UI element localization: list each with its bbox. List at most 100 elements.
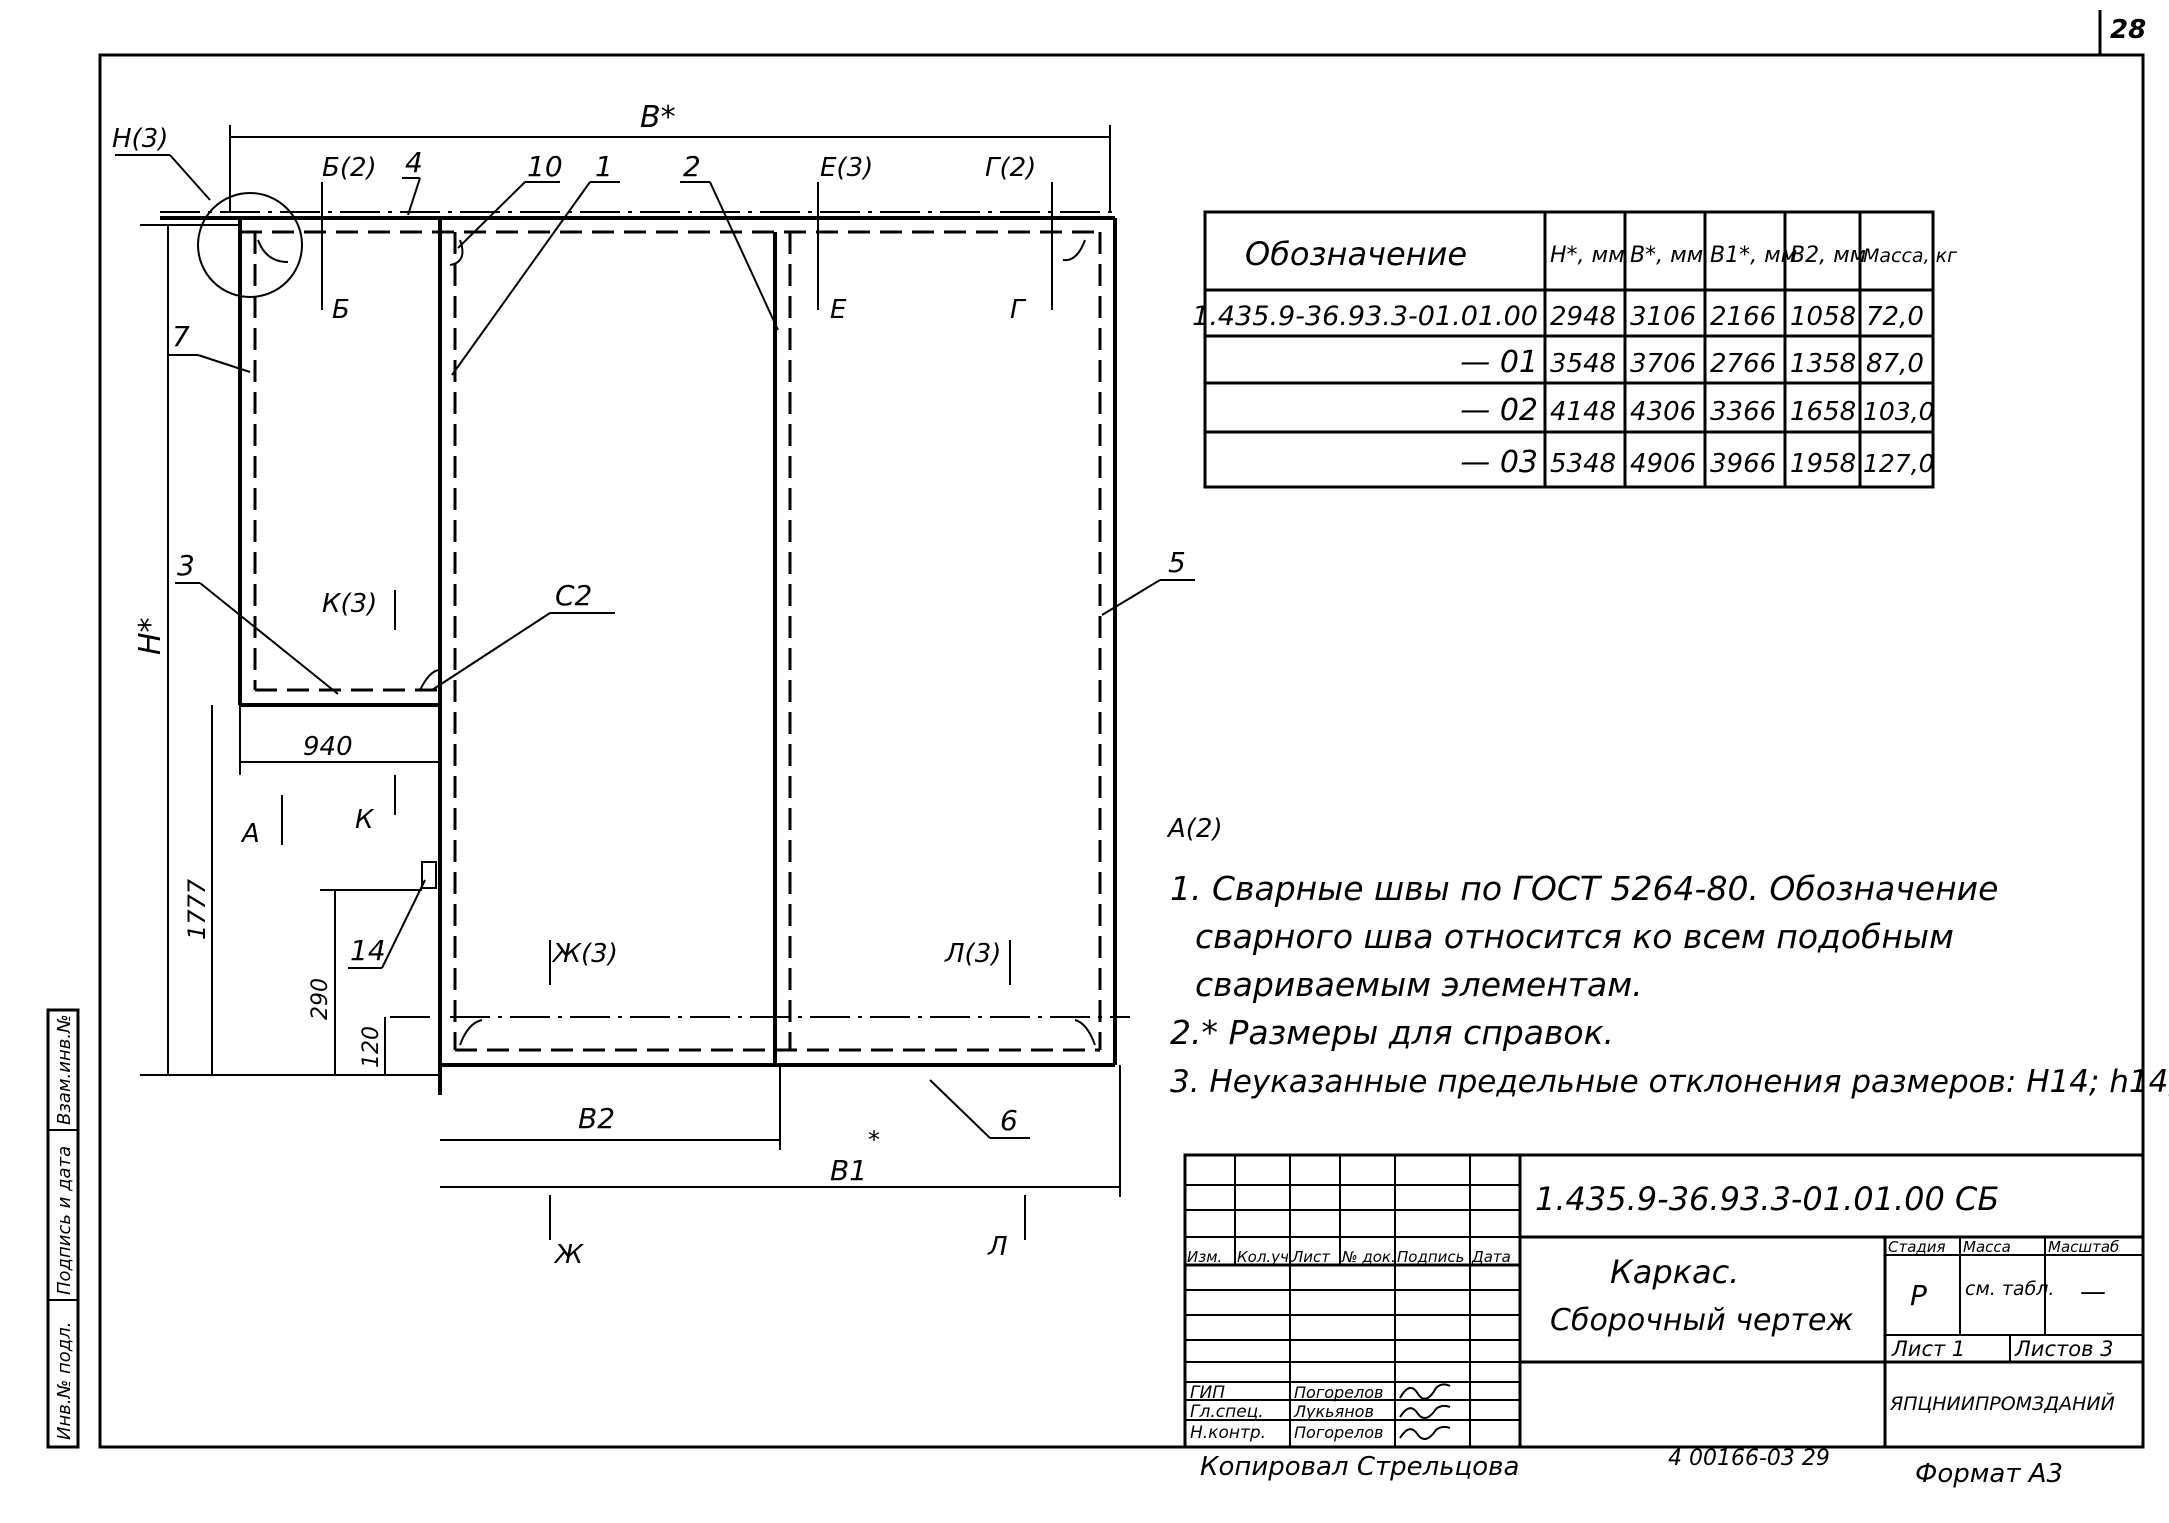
tb-doc-code: 1.435.9-36.93.3-01.01.00 СБ bbox=[1535, 1180, 1999, 1218]
section-e-letter: Е bbox=[830, 295, 847, 325]
table-cell: 1.435.9-36.93.3-01.01.00 bbox=[1192, 301, 1538, 332]
callout-7: 7 bbox=[172, 320, 190, 353]
section-g2: Г(2) bbox=[985, 153, 1036, 183]
tb-role: Гл.спец. bbox=[1190, 1402, 1264, 1422]
table-cell: 3706 bbox=[1630, 349, 1696, 379]
callout-1: 1 bbox=[595, 150, 613, 183]
callouts: 4 10 1 2 7 3 C2 5 14 6 bbox=[168, 146, 1195, 1139]
table-header-b: B*, мм bbox=[1630, 243, 1703, 268]
table-cell: 4306 bbox=[1630, 397, 1696, 427]
tb-name-line2: Сборочный чертеж bbox=[1550, 1303, 1853, 1338]
tb-col-label: Изм. bbox=[1187, 1248, 1222, 1266]
section-l-letter: Л bbox=[987, 1232, 1008, 1262]
tb-person: Погорелов bbox=[1294, 1383, 1383, 1402]
dim-290: 290 bbox=[308, 978, 333, 1020]
tb-col-label: Кол.уч. bbox=[1237, 1248, 1294, 1266]
section-a2: А(2) bbox=[1166, 814, 1223, 844]
tb-col-label: Подпись bbox=[1397, 1248, 1464, 1266]
callout-4: 4 bbox=[405, 146, 423, 179]
section-zh-letter: Ж bbox=[553, 1240, 584, 1270]
dim-120: 120 bbox=[359, 1026, 384, 1068]
dim-b1: B1 bbox=[830, 1154, 867, 1187]
table-cell: — 01 bbox=[1460, 345, 1538, 380]
tb-org: ЯПЦНИИПРОМЗДАНИЙ bbox=[1889, 1392, 2115, 1415]
tb-col-label: Дата bbox=[1471, 1248, 1511, 1266]
callout-10: 10 bbox=[527, 150, 563, 183]
table-cell: 1058 bbox=[1790, 302, 1856, 332]
table-cell: 127,0 bbox=[1863, 449, 1935, 478]
callout-c2: C2 bbox=[555, 579, 592, 612]
note-line: сварного шва относится ко всем подобным bbox=[1195, 917, 1954, 956]
table-header-b2: B2, мм bbox=[1790, 243, 1866, 268]
note-line: 2.* Размеры для справок. bbox=[1170, 1013, 1614, 1052]
section-g-letter: Г bbox=[1010, 295, 1027, 325]
table-cell: 1658 bbox=[1790, 397, 1856, 427]
callout-5: 5 bbox=[1168, 546, 1186, 579]
dim-h-star: H* bbox=[133, 617, 168, 655]
footer-order: 4 00166-03 29 bbox=[1668, 1446, 1830, 1471]
dimensions: B* H* 940 1777 290 120 B2 B1 * bbox=[133, 100, 1121, 1197]
table-cell: 3966 bbox=[1710, 449, 1776, 479]
tb-mass: см. табл. bbox=[1965, 1278, 2054, 1300]
tb-col-label: № док. bbox=[1341, 1248, 1396, 1266]
notes: 1. Сварные швы по ГОСТ 5264-80. Обозначе… bbox=[1170, 869, 2169, 1100]
tb-scale: — bbox=[2080, 1277, 2106, 1307]
dim-b1-star: * bbox=[868, 1126, 880, 1154]
table-header-h: H*, мм bbox=[1550, 243, 1625, 268]
table-cell: 3548 bbox=[1550, 349, 1616, 379]
sheet-frame bbox=[98, 53, 2145, 1449]
tb-sheet: Лист 1 bbox=[1891, 1337, 1965, 1361]
tb-mass-label: Масса bbox=[1963, 1238, 2011, 1256]
signature-icon bbox=[1399, 1404, 1451, 1419]
signature-icon bbox=[1399, 1383, 1451, 1400]
section-e3: Е(3) bbox=[820, 153, 873, 183]
callout-2: 2 bbox=[683, 150, 701, 183]
side-stamp: Инв.№ подл. Подпись и дата Взам.инв.№ bbox=[46, 1008, 80, 1449]
stamp-sign-date: Подпись и дата bbox=[54, 1146, 75, 1295]
footer-format: Формат А3 bbox=[1915, 1459, 2063, 1489]
tb-role: Н.контр. bbox=[1190, 1423, 1266, 1443]
table-cell: 4148 bbox=[1550, 397, 1616, 427]
footer-copied: Копировал Стрельцова bbox=[1200, 1452, 1519, 1482]
table-cell: 5348 bbox=[1550, 449, 1616, 479]
title-block: Изм. Кол.уч. Лист № док. Подпись Дата ГИ… bbox=[1183, 1153, 2145, 1449]
table-cell: 4906 bbox=[1630, 449, 1696, 479]
section-zh3: Ж(3) bbox=[551, 939, 618, 969]
table-cell: 87,0 bbox=[1866, 349, 1924, 379]
dim-940: 940 bbox=[303, 732, 353, 762]
tb-sheets: Листов 3 bbox=[2014, 1337, 2113, 1361]
tb-name-line1: Каркас. bbox=[1610, 1253, 1739, 1291]
section-k3: К(3) bbox=[322, 589, 377, 619]
section-a-letter: А bbox=[240, 819, 260, 849]
signature-icon bbox=[1399, 1425, 1451, 1440]
callout-14: 14 bbox=[350, 934, 386, 967]
tb-scale-label: Масштаб bbox=[2048, 1238, 2119, 1256]
table-header-mass: Масса, кг bbox=[1863, 245, 1958, 267]
table-cell: 2766 bbox=[1710, 349, 1776, 379]
tb-person: Лукьянов bbox=[1293, 1402, 1374, 1421]
frame-structure bbox=[160, 192, 1130, 1095]
table-cell: 1958 bbox=[1790, 449, 1856, 479]
callout-6: 6 bbox=[1000, 1104, 1018, 1137]
table-header-designation: Обозначение bbox=[1245, 235, 1467, 273]
spec-table: Обозначение H*, мм B*, мм B1*, мм B2, мм… bbox=[1192, 210, 1958, 489]
section-markers: Н(3) Б(2) Б Е(3) Е Г(2) Г К(3) К А А(2) … bbox=[112, 124, 1223, 1270]
dim-b-star: B* bbox=[640, 100, 676, 135]
table-header-b1: B1*, мм bbox=[1710, 243, 1797, 268]
section-n3: Н(3) bbox=[112, 124, 168, 154]
note-line: свариваемым элементам. bbox=[1195, 965, 1643, 1004]
tb-person: Погорелов bbox=[1294, 1423, 1383, 1442]
tb-col-label: Лист bbox=[1291, 1248, 1331, 1266]
table-cell: 2166 bbox=[1710, 302, 1776, 332]
section-b2: Б(2) bbox=[322, 153, 377, 183]
table-cell: 2948 bbox=[1550, 302, 1616, 332]
table-cell: 1358 bbox=[1790, 349, 1856, 379]
sheet-number: 28 bbox=[2110, 15, 2146, 45]
note-line: 3. Неуказанные предельные отклонения раз… bbox=[1170, 1064, 2169, 1100]
stamp-replace: Взам.инв.№ bbox=[54, 1014, 75, 1125]
table-cell: 103,0 bbox=[1863, 397, 1935, 426]
table-cell: — 03 bbox=[1460, 445, 1538, 480]
tb-stage: Р bbox=[1910, 1279, 1927, 1312]
